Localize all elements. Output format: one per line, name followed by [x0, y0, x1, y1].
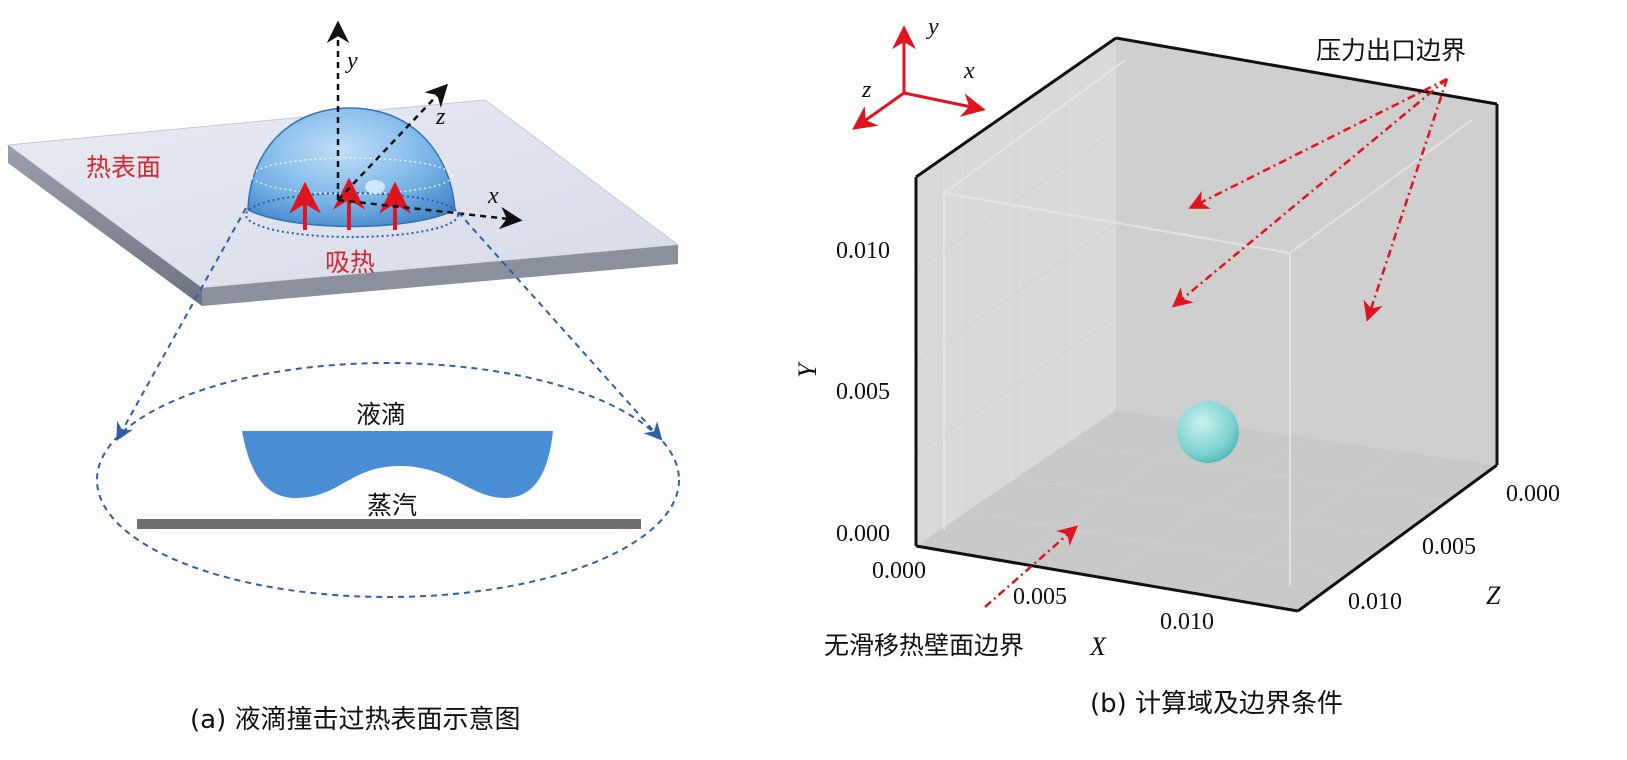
heat-absorb-label: 吸热 [325, 248, 375, 277]
heated-wall-bar [137, 519, 641, 529]
wall-arrow [984, 525, 1079, 608]
z-tick-label: 0.010 [1348, 589, 1402, 615]
x-tick-label: 0.010 [1160, 609, 1214, 635]
x-axis-label: X [1089, 632, 1107, 661]
panel-b: y x z [793, 14, 1560, 719]
outlet-arrow-1 [1188, 77, 1448, 209]
z-axis-label: Z [1486, 581, 1501, 610]
y-tick-label: 0.000 [836, 521, 890, 547]
hot-plate-front [202, 245, 678, 306]
triad-z-arrow [852, 91, 905, 130]
outlet-arrow-2 [1171, 78, 1448, 308]
axis-z-label: z [435, 104, 446, 130]
droplet-highlight [365, 180, 385, 194]
droplet-base-ring [245, 192, 459, 238]
wall-label: 无滑移热壁面边界 [824, 631, 1024, 660]
x-tick-label: 0.000 [872, 558, 926, 584]
cube-grid [915, 54, 1498, 595]
triad-x-arrow [903, 91, 986, 117]
vapor-label: 蒸汽 [367, 491, 417, 520]
x-tick-label: 0.005 [1013, 584, 1067, 610]
droplet-label: 液滴 [356, 400, 406, 429]
hot-surface-label: 热表面 [86, 153, 161, 182]
caption-b: (b) 计算域及边界条件 [1090, 689, 1343, 719]
cube-front-edges [943, 59, 1473, 585]
cube-edges [914, 36, 1499, 613]
axis-x-arrow [337, 198, 523, 230]
y-tick-label: 0.010 [836, 238, 890, 264]
droplet-cross-section [242, 431, 553, 498]
droplet-sphere [1177, 401, 1239, 463]
caption-a: (a) 液滴撞击过热表面示意图 [190, 705, 521, 735]
y-axis-label: Y [793, 361, 822, 378]
z-tick-label: 0.005 [1422, 534, 1476, 560]
panel-a: y z x 热表面 吸热 液滴 蒸汽 (a) 液滴撞击过热表面示意图 [6, 20, 680, 735]
pressure-outlet-label: 压力出口边界 [1316, 36, 1466, 65]
droplet-equator [251, 157, 453, 195]
hot-plate-side [8, 145, 202, 306]
axis-z-arrow [337, 83, 449, 201]
z-tick-label: 0.000 [1506, 481, 1560, 507]
zoom-ellipse [96, 362, 680, 598]
triad-y-label: y [926, 14, 939, 40]
triad-z-label: z [861, 77, 872, 103]
triad-x-label: x [963, 58, 975, 84]
axis-y-label: y [345, 48, 358, 74]
cube-floor-face [916, 410, 1497, 611]
outlet-arrow-3 [1363, 78, 1449, 322]
y-tick-label: 0.005 [836, 379, 890, 405]
axis-x-label: x [487, 183, 499, 209]
